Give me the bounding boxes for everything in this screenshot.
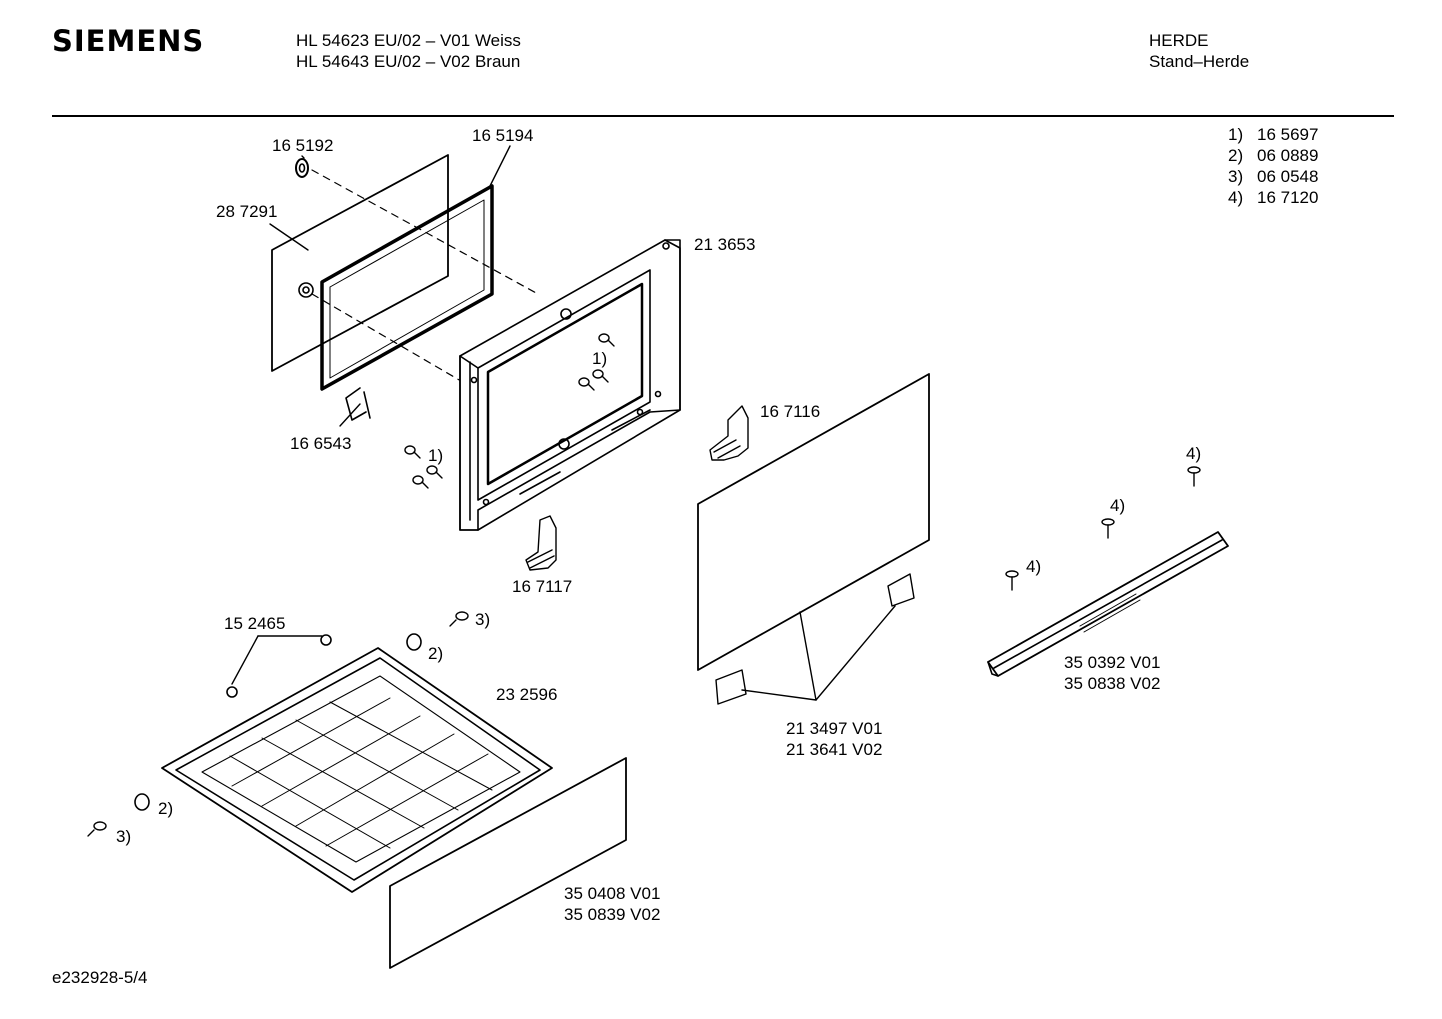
ref-label: 3) (475, 610, 491, 629)
category-line-1: HERDE (1149, 31, 1209, 50)
part-label: 35 0839 V02 (564, 905, 661, 924)
ref-label: 2) (428, 644, 444, 663)
back-panel (697, 373, 930, 671)
door-handle (987, 531, 1229, 677)
category-line-2: Stand–Herde (1149, 52, 1250, 71)
baking-tray (161, 647, 553, 893)
door-gasket (320, 184, 494, 391)
part-label: 35 0408 V01 (564, 884, 661, 903)
part-label: 28 7291 (216, 202, 278, 221)
hinge-part (709, 405, 749, 461)
part-label: 16 7116 (760, 402, 821, 421)
part-label: 35 0392 V01 (1064, 653, 1161, 672)
part-label: 16 7117 (512, 577, 573, 596)
screw-icon (578, 333, 615, 391)
footnote-row: 2)06 0889 (1228, 146, 1319, 165)
footnote-row: 4)16 7120 (1228, 188, 1319, 207)
model-line-2: HL 54643 EU/02 – V02 Braun (296, 52, 521, 71)
washer-icon (134, 633, 422, 811)
part-label: 16 6543 (290, 434, 352, 453)
ref-label: 2) (158, 799, 174, 818)
glass-clip-icon (298, 282, 314, 298)
part-label: 21 3497 V01 (786, 719, 883, 738)
ref-label: 1) (428, 446, 444, 465)
drawer-front (389, 757, 627, 969)
ref-label: 3) (116, 827, 132, 846)
door-frame (459, 239, 681, 531)
brand-logo: SIEMENS (52, 24, 205, 58)
screw-icon (1005, 466, 1201, 591)
ref-label: 1) (592, 349, 608, 368)
part-label: 21 3641 V02 (786, 740, 883, 759)
part-label: 15 2465 (224, 614, 286, 633)
screw-icon (404, 445, 443, 489)
ref-label: 4) (1026, 557, 1042, 576)
ref-label: 4) (1110, 496, 1126, 515)
part-label: 35 0838 V02 (1064, 674, 1161, 693)
footnote-row: 1)16 5697 (1228, 125, 1319, 144)
panel-clip (715, 573, 915, 705)
part-label: 16 5192 (272, 136, 334, 155)
hinge-part (525, 515, 557, 571)
hinge-bracket (345, 387, 367, 421)
header-divider (52, 115, 1394, 117)
model-line-1: HL 54623 EU/02 – V01 Weiss (296, 31, 521, 50)
part-label: 16 5194 (472, 126, 534, 145)
footnote-row: 3)06 0548 (1228, 167, 1319, 186)
washer-icon (295, 158, 309, 178)
glass-panel (271, 154, 449, 372)
part-label: 23 2596 (496, 685, 558, 704)
ref-label: 4) (1186, 444, 1202, 463)
footnote-table: 1)16 5697 2)06 0889 3)06 0548 4)16 7120 (1228, 124, 1318, 208)
drawing-id: e232928-5/4 (52, 968, 148, 987)
screw-icon (87, 611, 469, 837)
part-label: 21 3653 (694, 235, 756, 254)
